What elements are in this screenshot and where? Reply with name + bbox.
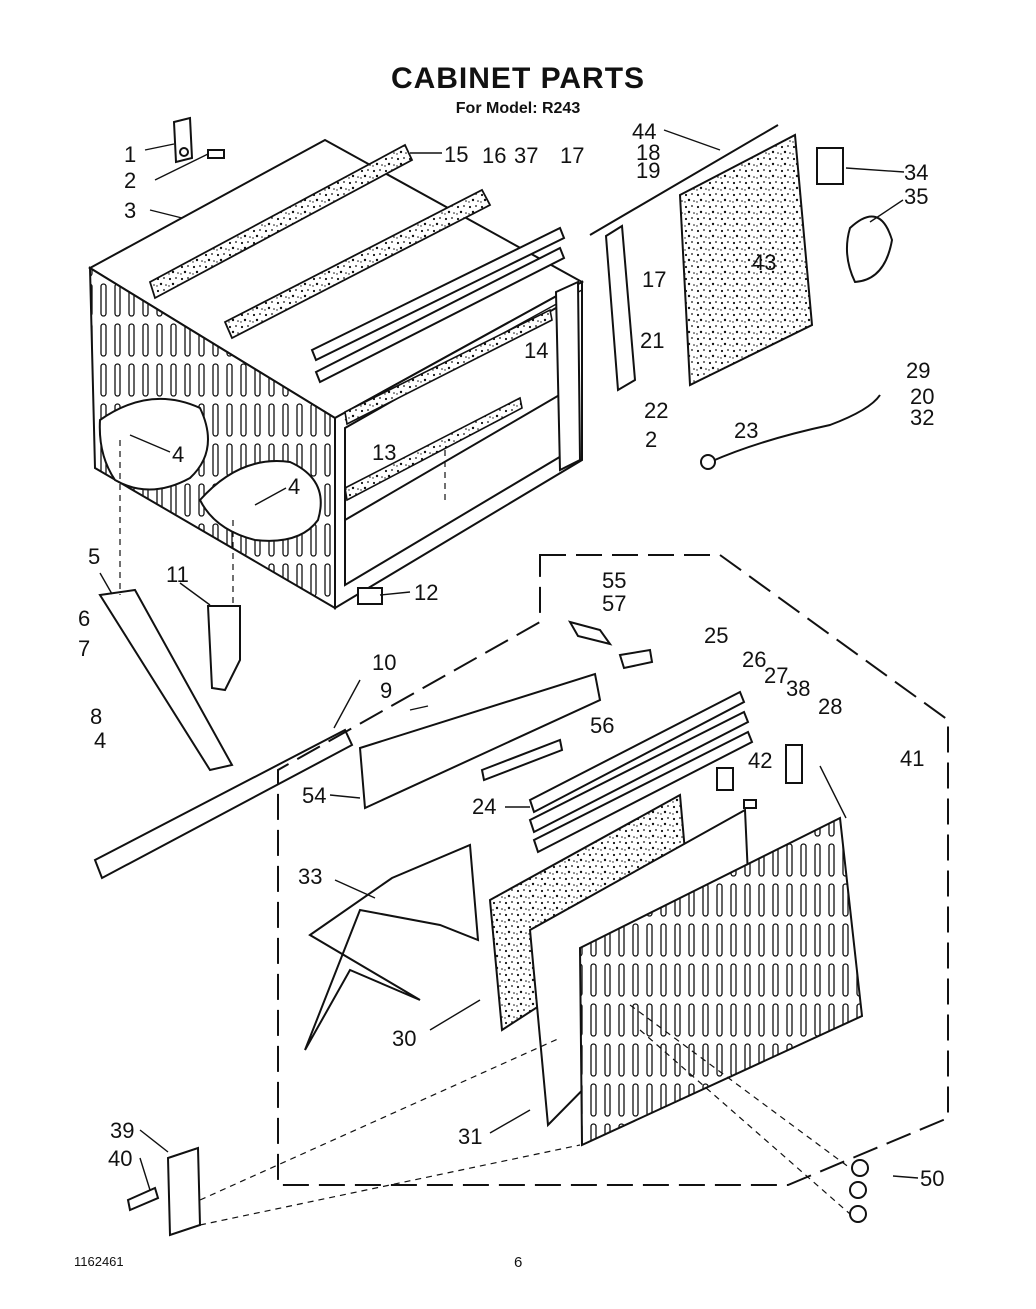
part-40-pin xyxy=(126,1186,160,1212)
ground-wire-23 xyxy=(709,394,881,463)
callout-2-right: 2 xyxy=(645,427,657,452)
part-22-side-panel xyxy=(678,133,814,387)
callout-14: 14 xyxy=(524,338,548,363)
part-21-seal-strip xyxy=(604,224,637,392)
callout-50: 50 xyxy=(920,1166,944,1191)
callout-42: 42 xyxy=(748,748,772,773)
callout-35: 35 xyxy=(904,184,928,209)
mounting-bracket-1 xyxy=(172,116,194,164)
document-number: 1162461 xyxy=(74,1254,124,1269)
callout-39: 39 xyxy=(110,1118,134,1143)
part-44-rail xyxy=(589,124,779,236)
page-title: CABINET PARTS xyxy=(390,62,646,95)
callout-57: 57 xyxy=(602,591,626,616)
callout-27: 27 xyxy=(764,663,788,688)
part-34-block xyxy=(816,147,844,185)
callout-31: 31 xyxy=(458,1124,482,1149)
part-54-control-bracket xyxy=(358,672,602,810)
part-12-clip xyxy=(357,587,383,605)
callout-17-top: 17 xyxy=(560,143,584,168)
callout-18: 18 xyxy=(636,140,660,165)
callout-1: 1 xyxy=(124,142,136,167)
callout-28: 28 xyxy=(818,694,842,719)
part-56-slide xyxy=(480,738,564,782)
callout-29: 29 xyxy=(906,358,930,383)
part-50-screws xyxy=(849,1159,869,1223)
callout-41: 41 xyxy=(900,746,924,771)
callout-37: 37 xyxy=(514,143,538,168)
callout-16: 16 xyxy=(482,143,506,168)
callout-19: 19 xyxy=(636,158,660,183)
screw-2 xyxy=(207,149,225,159)
callout-9: 9 xyxy=(380,678,392,703)
callout-21: 21 xyxy=(640,328,664,353)
callout-3: 3 xyxy=(124,198,136,223)
callout-33: 33 xyxy=(298,864,322,889)
callout-38: 38 xyxy=(786,676,810,701)
part-38-clip xyxy=(716,767,734,791)
callout-11: 11 xyxy=(166,562,189,587)
callout-55: 55 xyxy=(602,568,626,593)
callout-22: 22 xyxy=(644,398,668,423)
callout-5: 5 xyxy=(88,544,100,569)
callout-34: 34 xyxy=(904,160,928,185)
callout-44: 44 xyxy=(632,119,656,144)
callout-7: 7 xyxy=(78,636,90,661)
callout-6: 6 xyxy=(78,606,90,631)
page-number: 6 xyxy=(514,1254,523,1271)
callout-17-mid: 17 xyxy=(642,267,666,292)
part-33-heater-element xyxy=(304,843,480,1051)
callout-4-c: 4 xyxy=(94,728,106,753)
part-57-lever xyxy=(618,648,654,670)
part-11-bracket xyxy=(206,605,241,692)
part-5-support-leg xyxy=(98,588,234,772)
part-10-bottom-rail xyxy=(93,728,354,880)
callout-24: 24 xyxy=(472,794,496,819)
filter-guide-set xyxy=(528,690,754,854)
callout-32: 32 xyxy=(910,405,934,430)
callout-2: 2 xyxy=(124,168,136,193)
callout-40: 40 xyxy=(108,1146,132,1171)
callout-8: 8 xyxy=(90,704,102,729)
model-subtitle: For Model: R243 xyxy=(455,100,581,117)
callout-25: 25 xyxy=(704,623,728,648)
callout-20: 20 xyxy=(910,384,934,409)
leader-lines xyxy=(99,129,919,1226)
front-assembly-outline xyxy=(277,554,949,1186)
callout-4-a: 4 xyxy=(172,442,184,467)
callout-12: 12 xyxy=(414,580,438,605)
part-41-front-grille xyxy=(578,816,864,1147)
callout-10: 10 xyxy=(372,650,396,675)
callout-15: 15 xyxy=(444,142,468,167)
part-39-plate xyxy=(166,1146,202,1237)
part-35-hardware-kit xyxy=(845,215,894,284)
part-42-pad xyxy=(743,799,757,809)
part-28-latch xyxy=(785,744,803,784)
callout-26: 26 xyxy=(742,647,766,672)
cabinet-housing xyxy=(88,138,585,610)
part-55-lever xyxy=(567,620,613,646)
callout-30: 30 xyxy=(392,1026,416,1051)
callout-labels: 1 2 3 15 16 37 17 18 19 44 34 35 43 17 2… xyxy=(78,119,944,1191)
callout-56: 56 xyxy=(590,713,614,738)
callout-23: 23 xyxy=(734,418,758,443)
callout-13: 13 xyxy=(372,440,396,465)
callout-4-b: 4 xyxy=(288,474,300,499)
callout-54: 54 xyxy=(302,783,326,808)
callout-43: 43 xyxy=(752,250,776,275)
